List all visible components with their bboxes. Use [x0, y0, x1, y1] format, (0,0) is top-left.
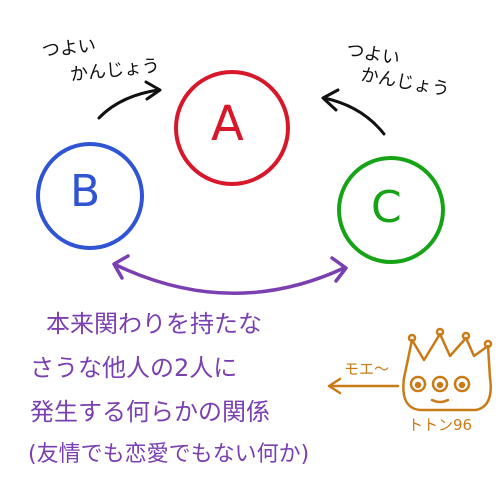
- character-speech: モエ〜: [344, 360, 390, 378]
- crown-tip-1: [407, 333, 417, 343]
- character-pupil-3: [458, 381, 466, 389]
- node-b-letter: B: [70, 166, 101, 217]
- node-b-circle: [36, 142, 144, 250]
- crown-tip-4: [483, 339, 493, 349]
- explanation-line4: (友情でも恋愛でもない何か): [28, 442, 310, 467]
- arrowhead-b-to-a: [144, 80, 162, 101]
- arrow-c-to-a: [322, 96, 386, 136]
- character-eye-3: [453, 375, 471, 393]
- arrowhead-c-to-a: [321, 88, 340, 112]
- character-eye-2: [431, 375, 449, 393]
- arrow-b-c-relation: [114, 263, 346, 295]
- node-c-circle: [337, 156, 445, 264]
- node-c-letter: C: [371, 182, 402, 233]
- crown-tip-3: [461, 331, 471, 341]
- character-pupil-1: [414, 381, 422, 389]
- character-name: トトン96: [408, 416, 473, 434]
- arrow-b-to-a: [97, 88, 160, 120]
- arrowhead-c-side: [330, 256, 348, 283]
- node-a-circle: [174, 70, 290, 186]
- character-crown: [402, 332, 492, 380]
- character-eye-1: [409, 375, 427, 393]
- character-pupil-2: [436, 381, 444, 389]
- node-a-letter: A: [211, 96, 244, 152]
- character-drawing: [402, 327, 493, 412]
- explanation-line3: 発生する何らかの関係: [30, 398, 270, 426]
- explanation-line2: さうな他人の2人に: [30, 354, 238, 382]
- explanation-line1: 本来関わりを持たな: [46, 310, 262, 338]
- character-face: [402, 376, 492, 412]
- arrowhead-b-side: [112, 254, 130, 280]
- crown-tip-2: [435, 327, 445, 337]
- character-mouth: [430, 398, 450, 404]
- arrowhead-character-to-text: [327, 377, 342, 395]
